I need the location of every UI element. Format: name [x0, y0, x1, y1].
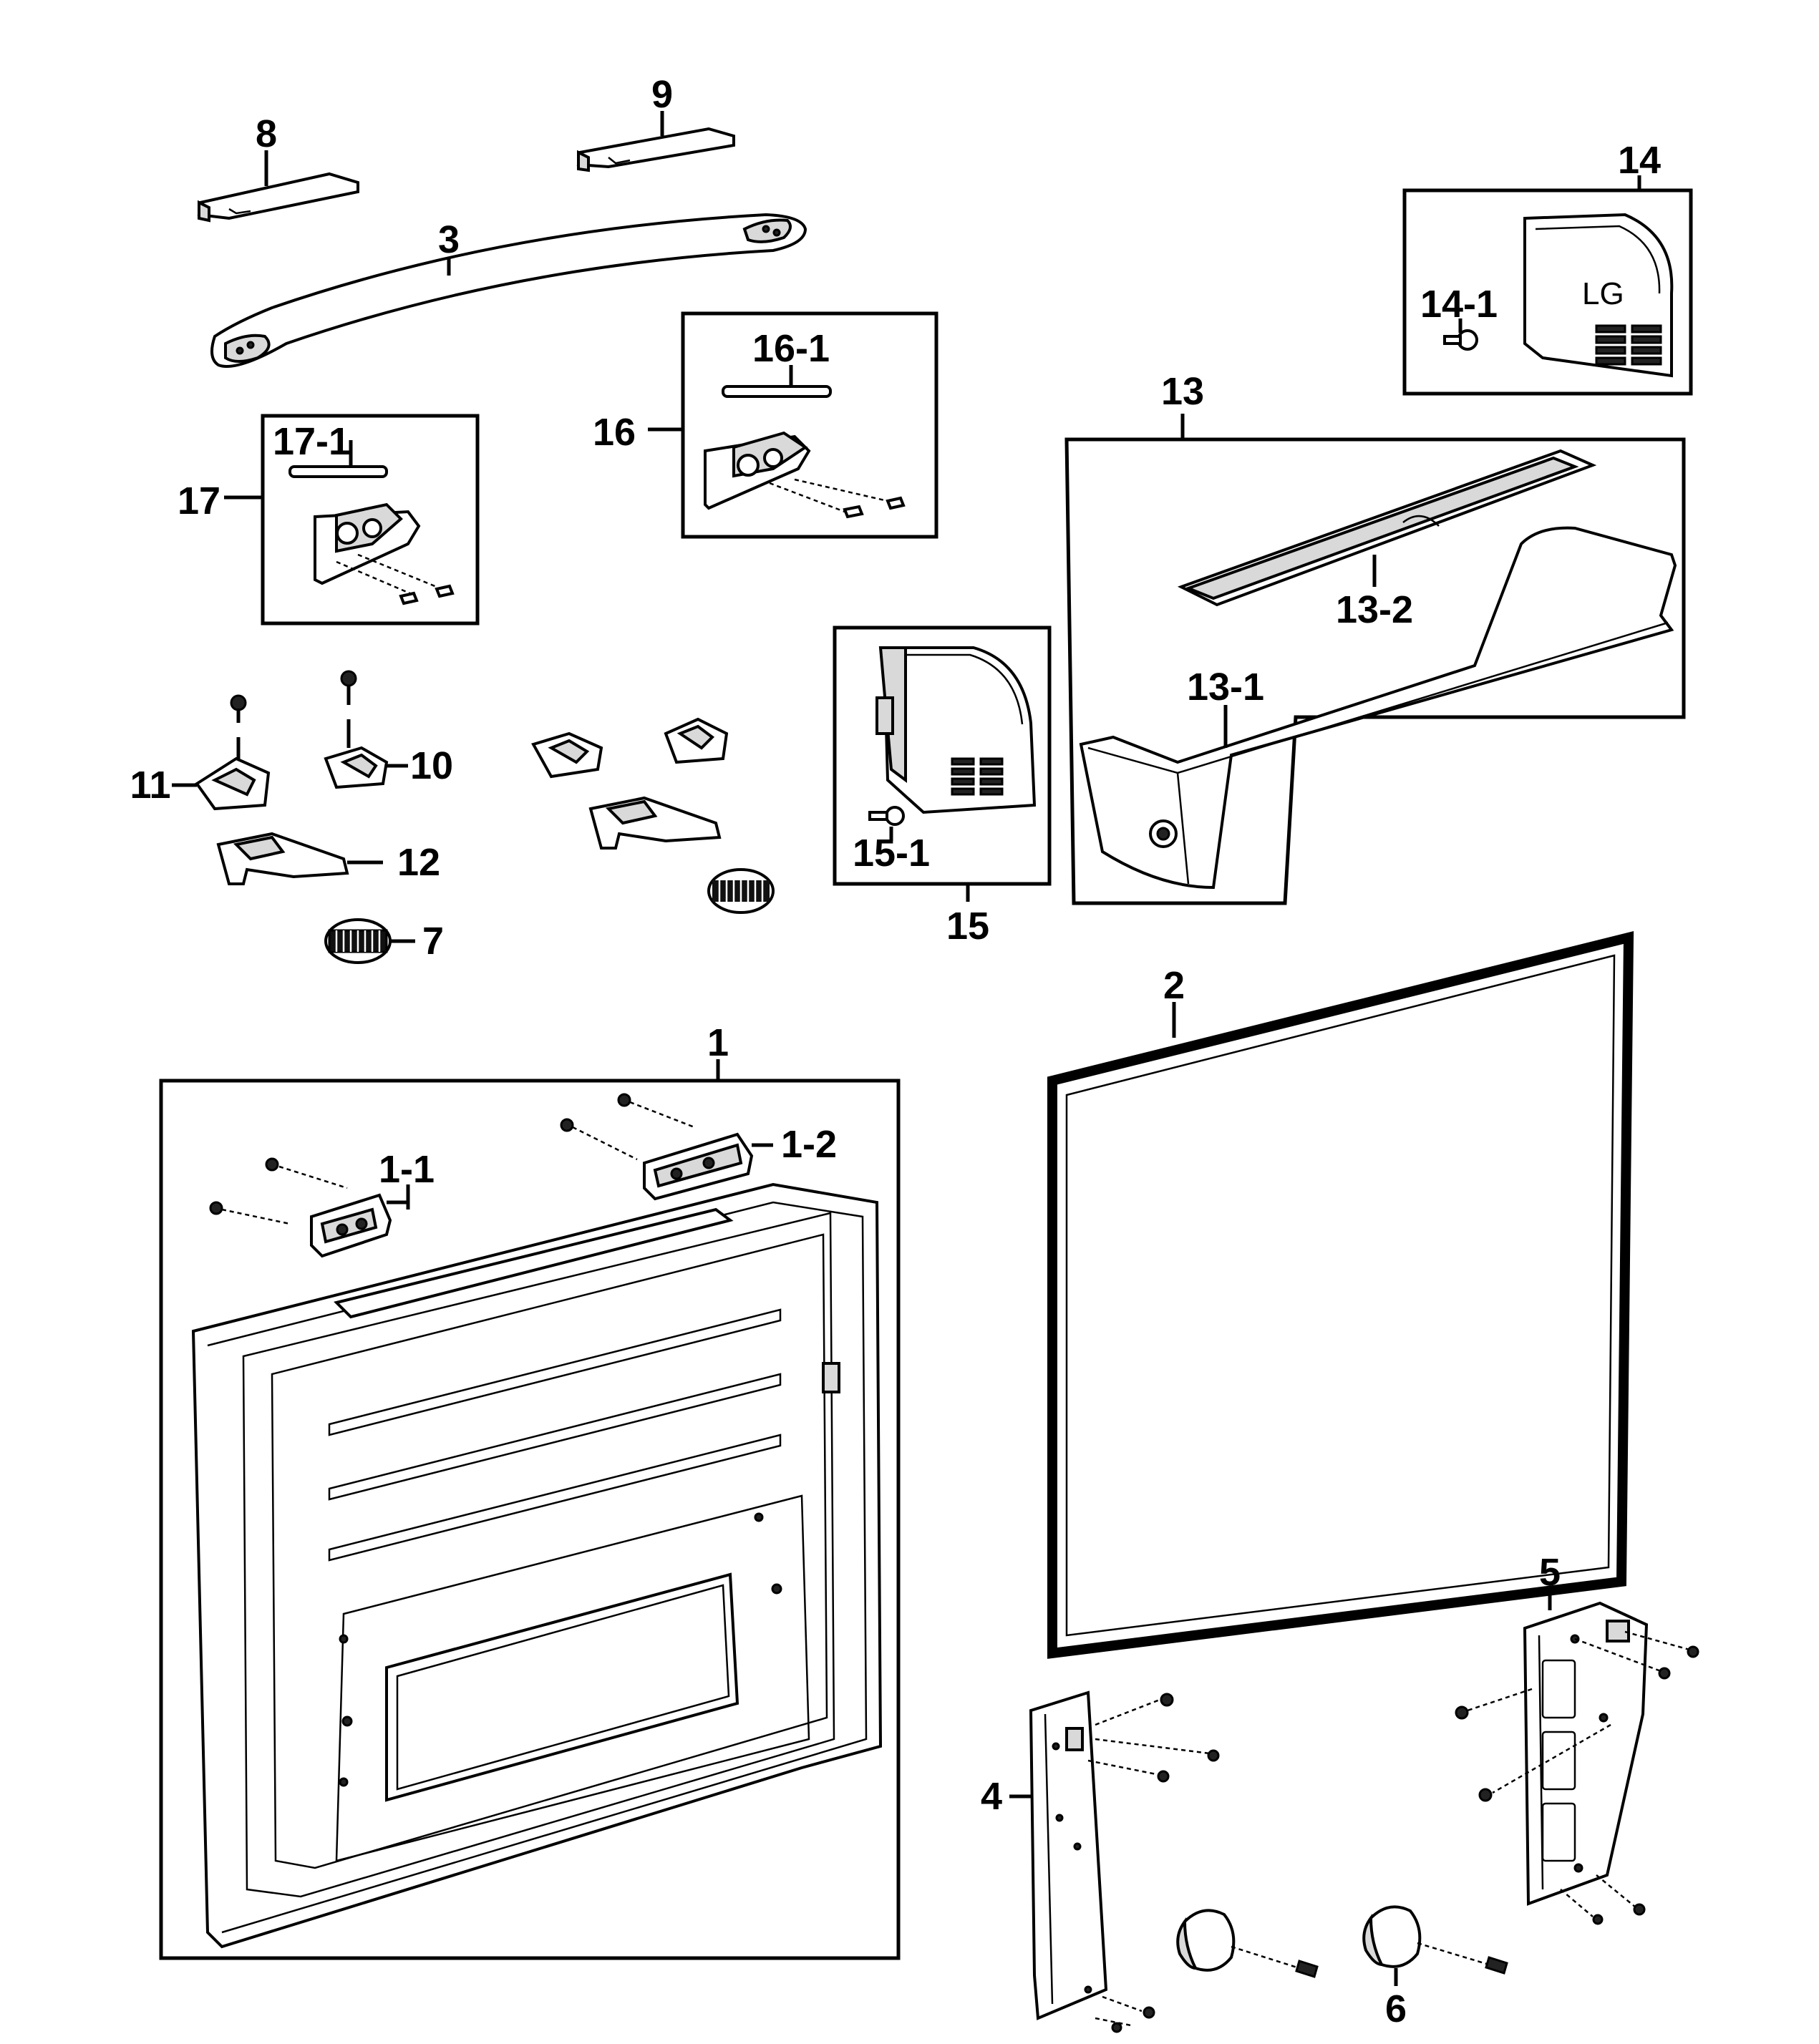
callout-16: 16	[593, 411, 636, 454]
door-assembly-1-box	[159, 1059, 901, 1960]
door-handle-3	[210, 213, 807, 368]
callout-8: 8	[256, 112, 277, 155]
callout-4: 4	[981, 1775, 1002, 1818]
callout-17-1: 17-1	[273, 420, 350, 463]
callout-14-1: 14-1	[1420, 283, 1498, 326]
vent-slots	[1595, 324, 1662, 366]
callout-13-1: 13-1	[1187, 666, 1264, 709]
callout-15: 15	[946, 905, 989, 948]
callout-14: 14	[1618, 139, 1661, 182]
hinge-assembly-17-box	[224, 414, 480, 626]
hinge-assembly-16-box	[648, 311, 938, 539]
lg-logo-text: LG	[1582, 276, 1624, 311]
door-bin-13-box	[1064, 414, 1686, 905]
spring-7	[324, 918, 392, 964]
vent-slots	[951, 757, 1004, 796]
callout-6: 6	[1385, 1987, 1407, 2030]
callout-1: 1	[707, 1021, 729, 1064]
callout-13: 13	[1161, 370, 1204, 413]
callout-10: 10	[410, 744, 453, 787]
hinge-plate-1-1	[209, 1157, 410, 1258]
hinge-parts-right	[531, 717, 775, 914]
callout-11: 11	[130, 764, 170, 807]
callout-3: 3	[438, 218, 460, 261]
callout-1-1: 1-1	[379, 1148, 435, 1191]
callout-9: 9	[651, 73, 673, 116]
hinge-cover-9	[576, 111, 735, 172]
cover-14-box: LG	[1402, 175, 1693, 396]
callout-16-1: 16-1	[752, 327, 830, 370]
door-gasket-2	[1047, 931, 1634, 1659]
callout-17: 17	[178, 480, 220, 522]
callout-1-2: 1-2	[781, 1123, 837, 1166]
hinge-cover-8	[197, 150, 359, 223]
callout-13-2: 13-2	[1336, 588, 1413, 631]
callout-15-1: 15-1	[853, 832, 930, 875]
callout-5: 5	[1539, 1551, 1561, 1594]
hinge-parts-left	[172, 670, 415, 964]
bracket-5	[1455, 1589, 1699, 1925]
leveling-foot-6	[1176, 1905, 1508, 1986]
bracket-4	[1009, 1690, 1220, 2033]
callout-12: 12	[397, 841, 440, 884]
cover-15-box	[833, 626, 1052, 902]
callout-2: 2	[1163, 964, 1185, 1007]
hinge-plate-1-2	[560, 1093, 773, 1201]
callout-7: 7	[422, 920, 444, 963]
